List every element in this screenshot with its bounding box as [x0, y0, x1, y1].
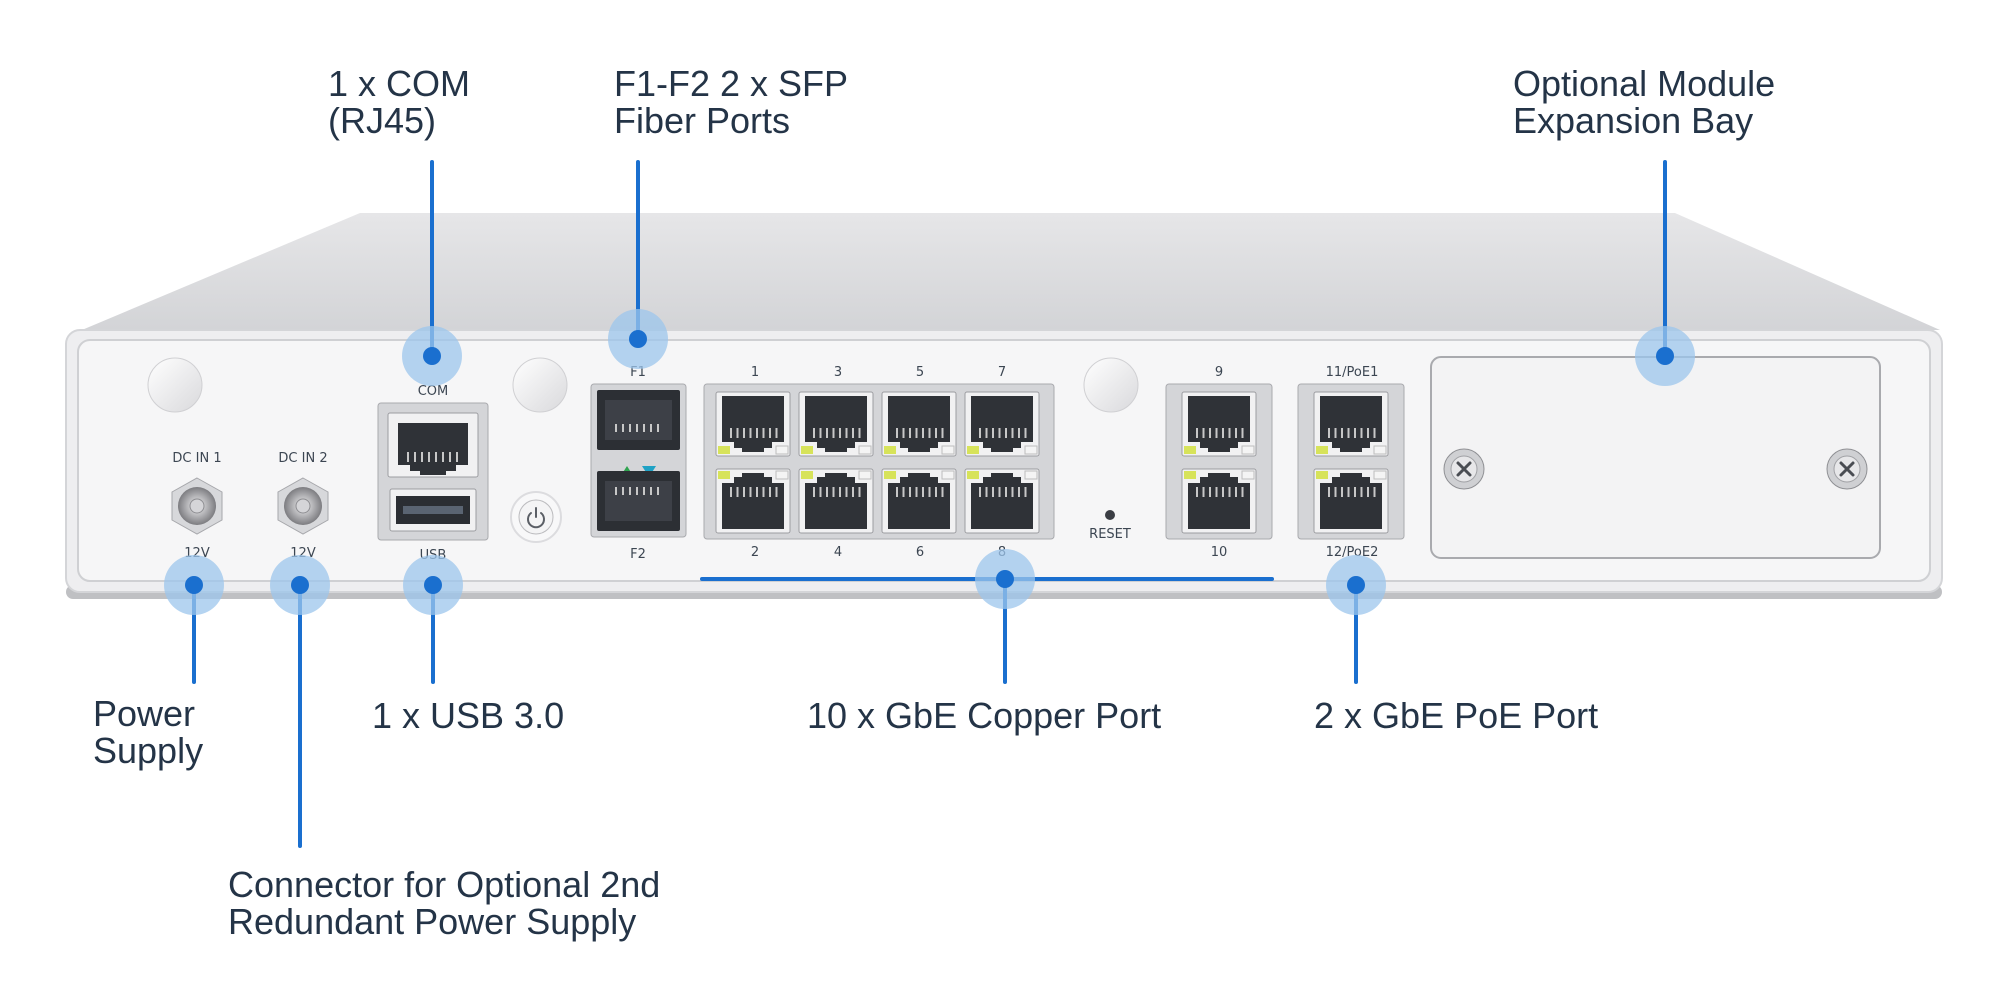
callout-sfp: F1-F2 2 x SFP Fiber Ports [614, 63, 857, 141]
callout-dot-com [402, 326, 462, 386]
port-block-9-10: 9 10 [1165, 365, 1273, 560]
led-indicator [1316, 446, 1328, 454]
led-indicator [967, 471, 979, 479]
port-label-5: 5 [916, 365, 924, 380]
led-indicator [718, 446, 730, 454]
sfp-f2-label: F2 [630, 547, 646, 562]
callout-dot-power [164, 555, 224, 615]
led-indicator [884, 471, 896, 479]
led-indicator [1024, 445, 1038, 455]
led-indicator [801, 471, 813, 479]
power-button [510, 491, 562, 543]
led-indicator [858, 470, 872, 480]
led-indicator [775, 445, 789, 455]
sfp-cage: F1 F2 [590, 365, 687, 562]
knob [1083, 357, 1139, 413]
callout-dots [164, 309, 1695, 615]
rj45-port [715, 391, 791, 457]
port-label-1: 1 [751, 365, 759, 380]
reset-button: RESET [1089, 510, 1131, 542]
rj45-port [1313, 468, 1389, 534]
callout-dot-usb [403, 555, 463, 615]
led-indicator [718, 471, 730, 479]
rj45-port [964, 468, 1040, 534]
com-port [387, 412, 479, 478]
reset-label: RESET [1089, 527, 1131, 542]
sfp-f1-label: F1 [630, 365, 646, 380]
port-label-3: 3 [834, 365, 842, 380]
led-indicator [801, 446, 813, 454]
led-indicator [1241, 470, 1255, 480]
poe-port-block: 11/PoE1 12/PoE2 [1297, 365, 1405, 560]
callout-usb: 1 x USB 3.0 [372, 695, 564, 736]
callout-redundant: Connector for Optional 2nd Redundant Pow… [228, 864, 670, 942]
callout-dot-expansion [1635, 326, 1695, 386]
rj45-port [1313, 391, 1389, 457]
callout-power: Power Supply [93, 693, 205, 771]
port-label-10: 10 [1211, 545, 1228, 560]
power-icon [527, 507, 545, 529]
callout-dot-copper [975, 549, 1035, 609]
rj45-port [881, 468, 957, 534]
led-indicator [1241, 445, 1255, 455]
copper-port-block: 1 3 5 7 2 4 6 8 [703, 365, 1055, 560]
led-indicator [1024, 470, 1038, 480]
callout-expansion: Optional Module Expansion Bay [1513, 63, 1785, 141]
callout-labels: 1 x COM (RJ45) F1-F2 2 x SFP Fiber Ports… [93, 63, 1785, 942]
callout-com: 1 x COM (RJ45) [328, 63, 480, 141]
led-indicator [884, 446, 896, 454]
rj45-port [798, 468, 874, 534]
port-label-6: 6 [916, 545, 924, 560]
sfp-port-f2 [597, 471, 680, 531]
led-indicator [941, 470, 955, 480]
screw-icon [1826, 448, 1868, 490]
rj45-port [964, 391, 1040, 457]
dc-in-2-connector [277, 477, 329, 535]
rj45-port [798, 391, 874, 457]
rj45-port [881, 391, 957, 457]
rj45-port [1181, 391, 1257, 457]
callout-poe: 2 x GbE PoE Port [1314, 695, 1598, 736]
led-indicator [941, 445, 955, 455]
screw-icon [1443, 448, 1485, 490]
dc-in-1-connector [171, 477, 223, 535]
dc-in-2-label: DC IN 2 [278, 451, 327, 466]
callout-dot-sfp [608, 309, 668, 369]
knob [512, 357, 568, 413]
rj45-port [1181, 468, 1257, 534]
poe1-label: 11/PoE1 [1326, 365, 1379, 380]
poe2-label: 12/PoE2 [1326, 545, 1379, 560]
led-indicator [967, 446, 979, 454]
led-indicator [1373, 470, 1387, 480]
led-indicator [858, 445, 872, 455]
callout-copper: 10 x GbE Copper Port [807, 695, 1161, 736]
expansion-bay [1430, 356, 1881, 559]
callout-dot-redundant [270, 555, 330, 615]
panel-knobs [147, 357, 1139, 413]
led-indicator [775, 470, 789, 480]
chassis-top [70, 213, 1940, 335]
callout-dot-poe [1326, 555, 1386, 615]
rj45-port [715, 468, 791, 534]
port-label-2: 2 [751, 545, 759, 560]
led-indicator [1373, 445, 1387, 455]
led-indicator [1316, 471, 1328, 479]
led-indicator [1184, 446, 1196, 454]
dc-in-1-label: DC IN 1 [172, 451, 221, 466]
port-label-9: 9 [1215, 365, 1223, 380]
port-label-4: 4 [834, 545, 842, 560]
usb-port [389, 488, 477, 532]
port-label-7: 7 [998, 365, 1006, 380]
sfp-port-f1 [597, 390, 680, 450]
led-indicator [1184, 471, 1196, 479]
com-usb-block: COM USB [377, 384, 489, 563]
com-port-label: COM [418, 384, 449, 399]
knob [147, 357, 203, 413]
